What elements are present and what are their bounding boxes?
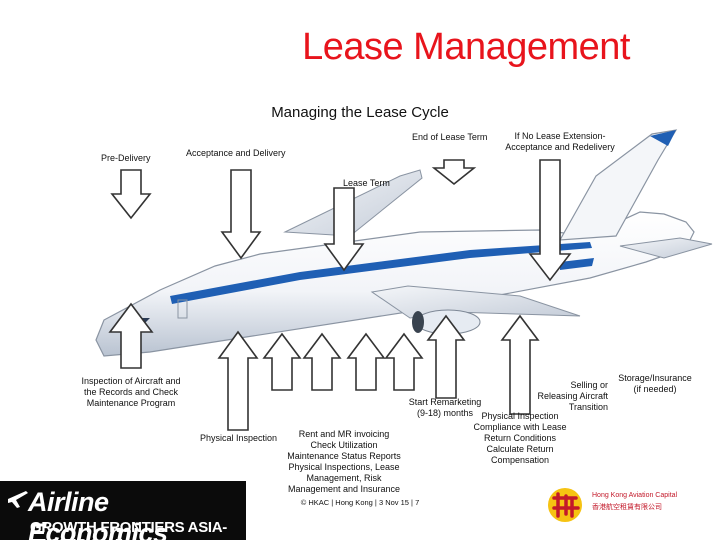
label-physical-inspection-return: Physical Inspection Compliance with Leas… bbox=[473, 411, 567, 465]
hkac-line2: 香港航空租賃有限公司 bbox=[592, 504, 662, 511]
footer-text: © HKAC | Hong Kong | 3 Nov 15 | 7 bbox=[300, 498, 420, 507]
label-rent-mr: Rent and MR invoicing Check Utilization … bbox=[287, 429, 401, 494]
down-arrow-end-of-lease bbox=[431, 159, 477, 186]
down-arrow-pre-delivery bbox=[110, 169, 152, 220]
diagram-subtitle: Managing the Lease Cycle bbox=[271, 104, 449, 121]
label-inspection-records: Inspection of Aircraft and the Records a… bbox=[81, 376, 181, 408]
up-arrow-inspection-records bbox=[108, 302, 154, 369]
up-arrow-rent-2 bbox=[302, 332, 342, 391]
hkac-logo-text: Hong Kong Aviation Capital 香港航空租賃有限公司 bbox=[592, 490, 677, 514]
label-storage-insurance: Storage/Insurance (if needed) bbox=[618, 373, 692, 394]
page-title: Lease Management bbox=[302, 26, 630, 68]
label-physical-inspection: Physical Inspection bbox=[200, 433, 278, 443]
down-arrow-lease-term bbox=[323, 187, 365, 272]
label-end-of-lease: End of Lease Term bbox=[412, 132, 488, 142]
down-arrow-acceptance bbox=[220, 169, 262, 260]
up-arrow-physical-inspection bbox=[217, 330, 259, 431]
up-arrow-return bbox=[500, 314, 540, 415]
label-acceptance-delivery: Acceptance and Delivery bbox=[186, 148, 286, 158]
up-arrows bbox=[108, 302, 540, 431]
up-arrow-rent-3 bbox=[346, 332, 386, 391]
logo-line2: GROWTH FRONTIERS ASIA-PACIFIC 2015 bbox=[30, 519, 227, 553]
up-arrow-rent-4 bbox=[384, 332, 424, 391]
hkac-line1: Hong Kong Aviation Capital bbox=[592, 492, 678, 499]
plane-icon bbox=[8, 491, 28, 508]
label-lease-term: Lease Term bbox=[343, 178, 390, 188]
aircraft-near-wing bbox=[370, 285, 581, 319]
label-selling-releasing: Selling or Releasing Aircraft Transition bbox=[537, 380, 608, 412]
label-no-extension: If No Lease Extension- Acceptance and Re… bbox=[505, 131, 615, 152]
hkac-logo-icon bbox=[548, 488, 582, 522]
label-pre-delivery: Pre-Delivery bbox=[101, 153, 151, 163]
up-arrow-rent-1 bbox=[262, 332, 302, 391]
airline-economics-logo: Airline Economics GROWTH FRONTIERS ASIA-… bbox=[0, 481, 246, 553]
label-start-remarketing: Start Remarketing (9-18) months bbox=[408, 397, 482, 418]
up-arrow-remarketing bbox=[426, 314, 466, 399]
down-arrow-no-extension bbox=[528, 159, 572, 282]
down-arrows bbox=[110, 159, 572, 282]
lease-cycle-diagram bbox=[95, 129, 713, 431]
